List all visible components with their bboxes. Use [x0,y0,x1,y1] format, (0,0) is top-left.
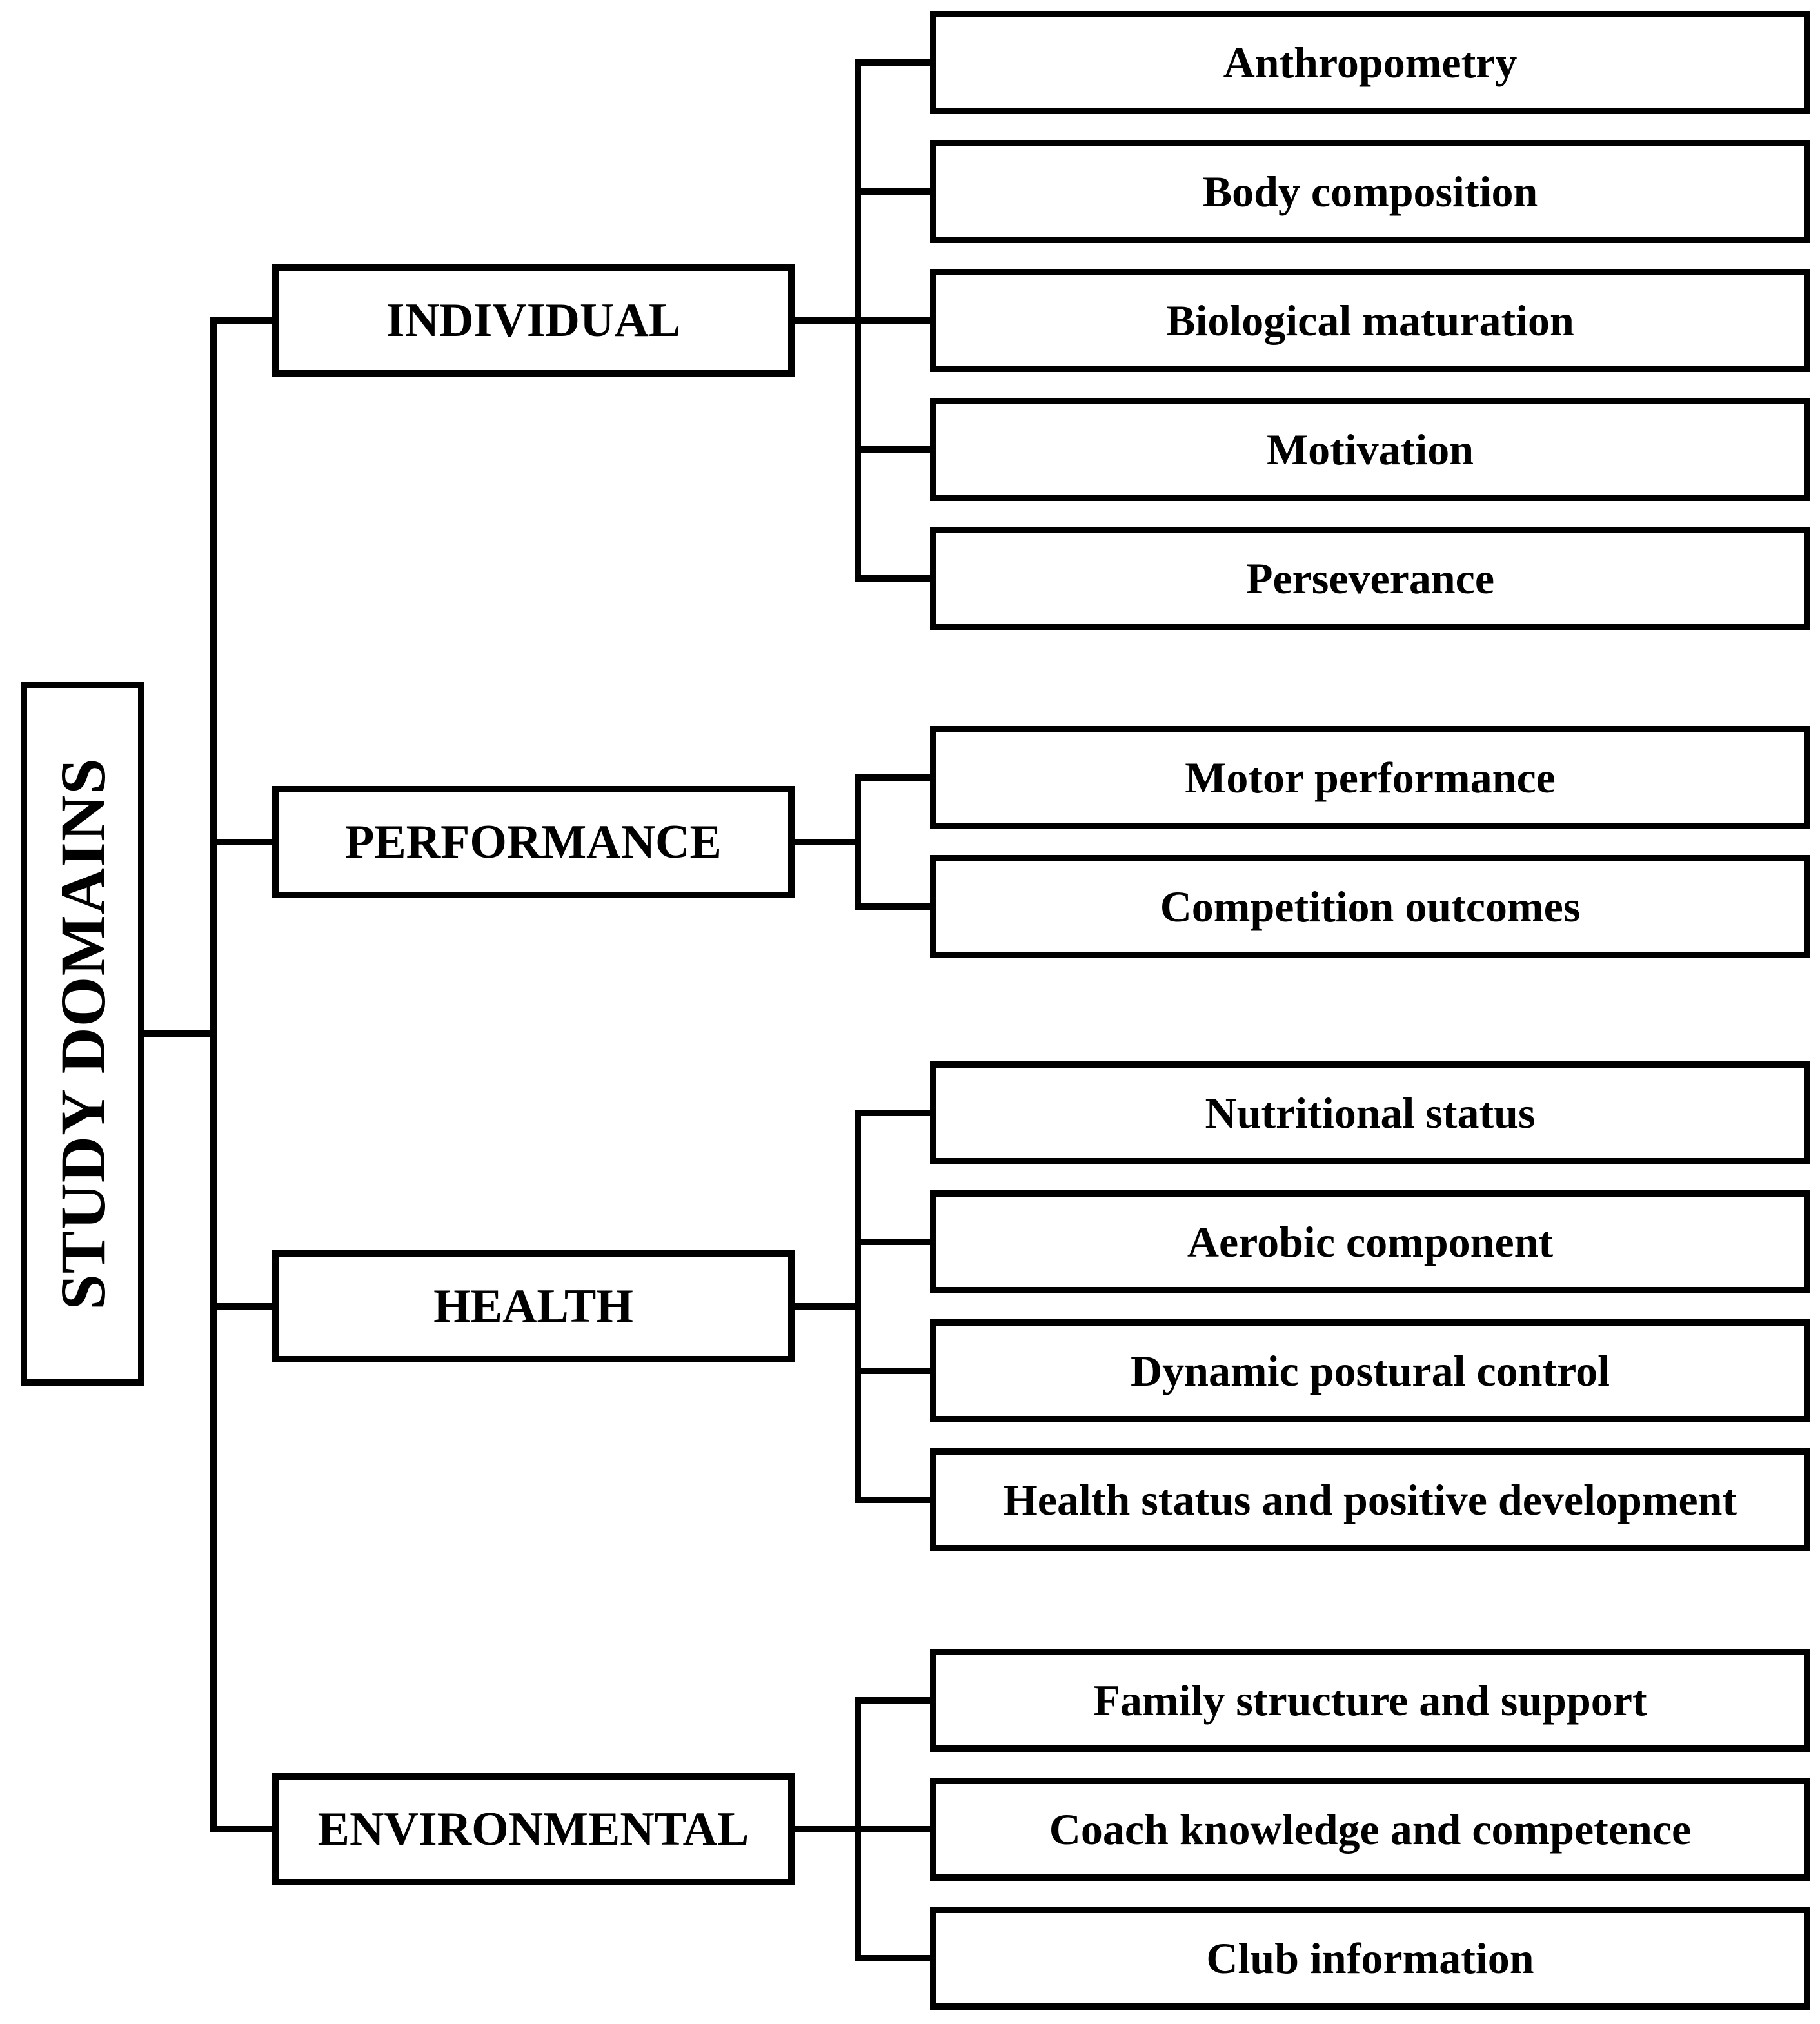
connector-leaf-aerobic-component [855,1239,930,1245]
leaf-node-club-information: Club information [930,1907,1810,2010]
connector-leaf-motor-performance [855,774,930,781]
leaf-node-anthropometry: Anthropometry [930,11,1810,114]
root-node-label: STUDY DOMAINS [46,757,119,1310]
connector-leaf-nutritional-status [855,1110,930,1116]
domain-node-performance: PERFORMANCE [272,786,795,898]
connector-trunk-health [210,1303,272,1310]
leaf-node-coach-knowledge: Coach knowledge and competence [930,1778,1810,1881]
leaf-label: Family structure and support [1093,1675,1647,1725]
connector-leaf-perseverance [855,575,930,582]
connector-performance-bracket [791,839,861,845]
domain-node-individual: INDIVIDUAL [272,264,795,377]
connector-leaf-health-status [855,1497,930,1503]
leaf-label: Motor performance [1185,752,1556,802]
leaf-label: Health status and positive development [1003,1475,1737,1524]
connector-leaf-dynamic-postural-control [855,1368,930,1374]
connector-leaf-motivation [855,446,930,453]
leaf-label: Motivation [1266,424,1474,474]
leaf-node-health-status: Health status and positive development [930,1448,1810,1551]
connector-leaf-anthropometry [855,59,930,66]
leaf-node-competition-outcomes: Competition outcomes [930,855,1810,958]
leaf-label: Competition outcomes [1160,881,1581,931]
connector-trunk-vertical [210,317,217,1832]
leaf-node-biological-maturation: Biological maturation [930,269,1810,372]
leaf-node-nutritional-status: Nutritional status [930,1061,1810,1164]
leaf-node-body-composition: Body composition [930,140,1810,243]
domain-label: INDIVIDUAL [386,293,681,347]
domain-node-environmental: ENVIRONMENTAL [272,1773,795,1885]
leaf-label: Coach knowledge and competence [1049,1804,1692,1854]
connector-leaf-coach-knowledge [855,1826,930,1832]
bracket-health [855,1110,861,1503]
connector-trunk-individual [210,317,272,324]
bracket-performance [855,774,861,910]
leaf-node-aerobic-component: Aerobic component [930,1190,1810,1293]
connector-root-to-trunk [141,1030,217,1037]
leaf-node-motivation: Motivation [930,398,1810,501]
leaf-node-family-structure: Family structure and support [930,1649,1810,1752]
domain-label: PERFORMANCE [345,815,722,869]
domain-label: HEALTH [433,1279,633,1333]
leaf-label: Nutritional status [1205,1088,1536,1137]
connector-trunk-environmental [210,1826,272,1832]
leaf-node-perseverance: Perseverance [930,527,1810,630]
domain-label: ENVIRONMENTAL [317,1802,749,1856]
leaf-label: Anthropometry [1223,37,1518,87]
leaf-label: Perseverance [1245,553,1495,603]
connector-environmental-bracket [791,1826,861,1832]
leaf-node-motor-performance: Motor performance [930,726,1810,829]
connector-leaf-body-composition [855,188,930,195]
leaf-node-dynamic-postural-control: Dynamic postural control [930,1319,1810,1422]
root-node-study-domains: STUDY DOMAINS [21,682,144,1386]
leaf-label: Body composition [1202,166,1538,216]
connector-leaf-club-information [855,1955,930,1961]
leaf-label: Aerobic component [1187,1217,1554,1266]
domain-node-health: HEALTH [272,1250,795,1362]
connector-individual-bracket [791,317,861,324]
connector-leaf-biological-maturation [855,317,930,324]
leaf-label: Biological maturation [1166,295,1574,345]
leaf-label: Club information [1206,1933,1534,1983]
leaf-label: Dynamic postural control [1131,1346,1610,1395]
connector-leaf-family-structure [855,1697,930,1704]
connector-health-bracket [791,1303,861,1310]
connector-leaf-competition-outcomes [855,903,930,910]
connector-trunk-performance [210,839,272,845]
